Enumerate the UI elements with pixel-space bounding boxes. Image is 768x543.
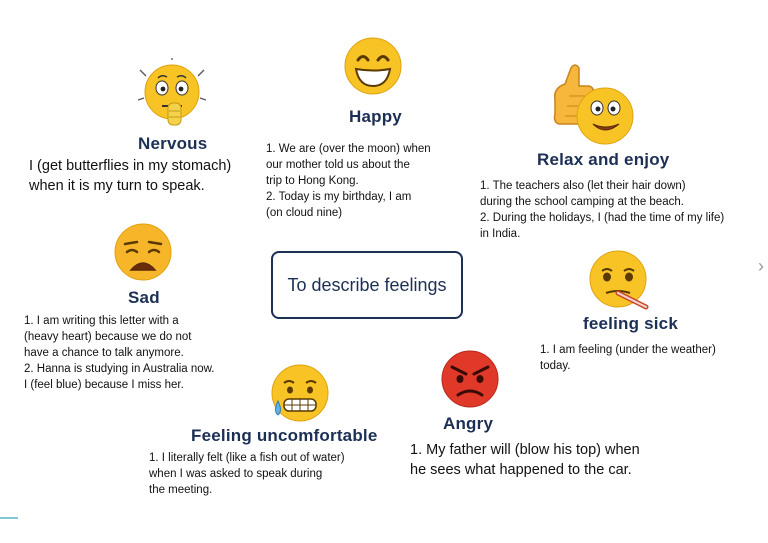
- happy-line: 1. We are (over the moon) when: [266, 143, 431, 155]
- sick-line: today.: [540, 360, 571, 372]
- nervous-title: Nervous: [138, 134, 208, 153]
- relax-text: 1. The teachers also (let their hair dow…: [480, 178, 724, 242]
- happy-line: 2. Today is my birthday, I am: [266, 191, 412, 203]
- sick-text: 1. I am feeling (under the weather) toda…: [540, 342, 716, 374]
- thumbs-up-face-icon: [553, 64, 634, 145]
- grimace-face-icon: [271, 364, 329, 422]
- nervous-face-icon: [138, 58, 206, 126]
- nervous-line: I (get butterflies in my stomach): [29, 158, 232, 174]
- center-topic-label: To describe feelings: [287, 274, 447, 295]
- happy-face-icon: [344, 37, 402, 95]
- angry-line: 1. My father will (blow his top) when: [410, 442, 640, 458]
- uncomfortable-line: 1. I literally felt (like a fish out of …: [149, 452, 345, 464]
- nervous-line: when it is my turn to speak.: [29, 178, 205, 194]
- sad-title: Sad: [128, 288, 160, 307]
- sad-line: I (feel blue) because I miss her.: [24, 379, 184, 391]
- sad-text: 1. I am writing this letter with a (heav…: [24, 313, 215, 393]
- corner-mark: [0, 517, 18, 519]
- sad-line: (heavy heart) because we do not: [24, 331, 192, 343]
- sad-line: have a chance to talk anymore.: [24, 347, 184, 359]
- relax-line: 1. The teachers also (let their hair dow…: [480, 180, 686, 192]
- sad-line: 2. Hanna is studying in Australia now.: [24, 363, 215, 375]
- relax-title: Relax and enjoy: [537, 150, 670, 169]
- angry-line: he sees what happened to the car.: [410, 462, 632, 478]
- angry-face-icon: [441, 350, 499, 408]
- nervous-text: I (get butterflies in my stomach) when i…: [29, 156, 231, 196]
- happy-text: 1. We are (over the moon) when our mothe…: [266, 141, 431, 221]
- sad-line: 1. I am writing this letter with a: [24, 315, 179, 327]
- happy-line: trip to Hong Kong.: [266, 175, 359, 187]
- sick-line: 1. I am feeling (under the weather): [540, 344, 716, 356]
- relax-line: 2. During the holidays, I (had the time …: [480, 212, 725, 224]
- sick-face-icon: [589, 250, 649, 310]
- happy-line: (on cloud nine): [266, 207, 343, 219]
- relax-line: in India.: [480, 228, 521, 240]
- uncomfortable-text: 1. I literally felt (like a fish out of …: [149, 450, 345, 498]
- happy-line: our mother told us about the: [266, 159, 410, 171]
- sick-title: feeling sick: [583, 314, 678, 333]
- relax-line: during the school camping at the beach.: [480, 196, 684, 208]
- angry-text: 1. My father will (blow his top) when he…: [410, 440, 640, 480]
- uncomfortable-title: Feeling uncomfortable: [191, 426, 378, 445]
- angry-title: Angry: [443, 414, 494, 433]
- happy-title: Happy: [349, 107, 402, 126]
- center-topic-box: To describe feelings: [271, 251, 463, 319]
- uncomfortable-line: when I was asked to speak during: [149, 468, 323, 480]
- sad-face-icon: [114, 223, 172, 281]
- uncomfortable-line: the meeting.: [149, 484, 213, 496]
- chevron-right-icon[interactable]: ›: [758, 256, 764, 276]
